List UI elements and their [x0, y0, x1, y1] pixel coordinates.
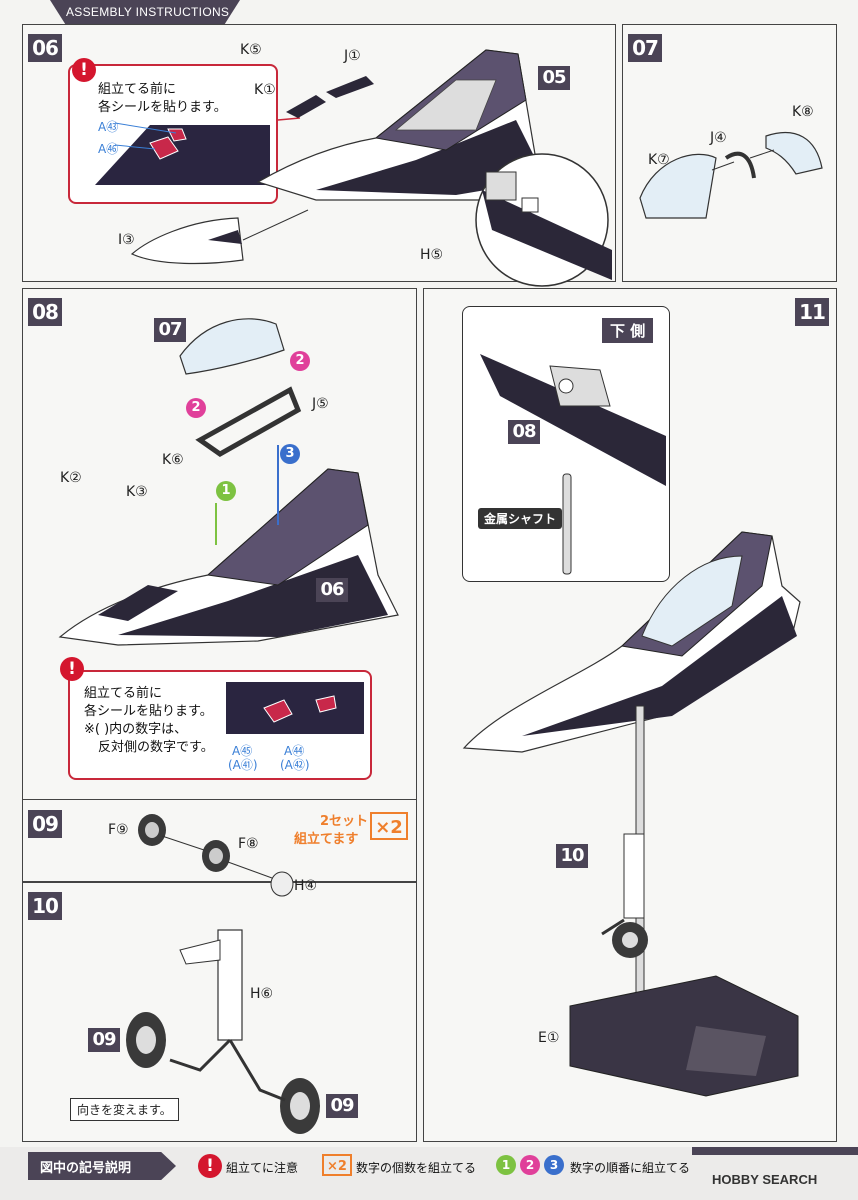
- legend-title: 図中の記号説明: [40, 1161, 132, 1176]
- watermark: HOBBY SEARCH: [712, 1172, 818, 1187]
- step11-base-stand: [569, 975, 799, 1097]
- step11-shaft-label: 金属シャフト: [478, 508, 563, 529]
- step06-note-line2: 各シールを貼ります。: [98, 100, 227, 115]
- step08-sticker-a45: A㊺: [232, 744, 253, 758]
- step06-nose-cone: [130, 209, 309, 265]
- step08-sticker-a41: (A㊶): [228, 758, 258, 772]
- step08-ref-06: 06: [316, 578, 348, 602]
- order-badge-2a: 2: [186, 398, 206, 418]
- step09-part-f9: F⑨: [108, 822, 129, 838]
- step08-part-k6: K⑥: [162, 452, 184, 468]
- step08-frame-j5: [195, 386, 302, 457]
- legend-badge-3: 3: [544, 1155, 564, 1175]
- step10-ref-09a: 09: [88, 1028, 120, 1052]
- step09-set-line2: 組立てます: [294, 832, 359, 847]
- legend-accent-bar: [692, 1147, 858, 1155]
- metal-shaft-icon: [562, 473, 572, 575]
- legend-item-order: 数字の順番に組立てる: [570, 1161, 691, 1175]
- step09-wheels: [138, 814, 294, 897]
- step08-part-k3: K③: [126, 484, 148, 500]
- order-badge-2b: 2: [290, 351, 310, 371]
- step10-ref-09b: 09: [326, 1094, 358, 1118]
- step08-sticker-detail: [226, 682, 364, 734]
- step06-sticker-detail: [95, 122, 270, 185]
- step06-part-h5: H⑤: [420, 247, 444, 263]
- step11-ref-08: 08: [508, 420, 540, 444]
- step09-part-f8: F⑧: [238, 836, 259, 852]
- order-badge-3: 3: [280, 444, 300, 464]
- caution-icon: !: [198, 1154, 222, 1178]
- step06-sticker-a43: A㊸: [98, 120, 119, 134]
- legend-badge-2: 2: [520, 1155, 540, 1175]
- step06-part-i3: I③: [118, 232, 135, 248]
- step11-ref-10: 10: [556, 844, 588, 868]
- legend-title-box: [28, 1152, 176, 1180]
- step-number-06: 06: [28, 34, 62, 62]
- step09-multiplier: ×2: [370, 812, 408, 840]
- step11-bottom-label: 下 側: [602, 318, 654, 343]
- step07-part-j4: J④: [710, 130, 727, 146]
- step06-part-j1: J①: [344, 48, 361, 64]
- step06-detail-zoom: [475, 153, 612, 287]
- step-number-10: 10: [28, 892, 62, 920]
- step-number-08: 08: [28, 298, 62, 326]
- legend-item-count: 数字の個数を組立てる: [356, 1161, 477, 1175]
- step11-underside-detail: [480, 354, 666, 486]
- step10-part-h6: H⑥: [250, 986, 274, 1002]
- header-tab: [50, 0, 240, 24]
- step11-assembled-fuselage: [462, 531, 801, 1037]
- step11-stand-gear: [601, 833, 648, 958]
- step08-part-j5: J⑤: [312, 396, 329, 412]
- step06-part-k1: K①: [254, 82, 276, 98]
- header-title: ASSEMBLY INSTRUCTIONS: [66, 5, 230, 19]
- step10-landing-gear: [126, 929, 320, 1134]
- order-badge-1: 1: [216, 481, 236, 501]
- step-number-09: 09: [28, 810, 62, 838]
- legend-badge-1: 1: [496, 1155, 516, 1175]
- legend-item-caution: 組立てに注意: [226, 1161, 299, 1175]
- step08-ref-07: 07: [154, 318, 186, 342]
- step06-note-line1: 組立てる前に: [98, 82, 177, 97]
- step06-part-k5: K⑤: [240, 42, 262, 58]
- step-number-07: 07: [628, 34, 662, 62]
- step07-canopy-parts: [639, 132, 823, 219]
- step10-note: 向きを変えます。: [70, 1098, 179, 1121]
- step-number-11: 11: [795, 298, 829, 326]
- legend-multiplier: ×2: [322, 1154, 352, 1176]
- step09-set-line1: 2セット: [320, 814, 369, 829]
- step08-note-line3: ※( )内の数字は、: [84, 722, 188, 737]
- step08-sticker-a42: (A㊷): [280, 758, 310, 772]
- step08-canopy: [179, 318, 285, 375]
- caution-icon: !: [72, 58, 96, 82]
- step08-sticker-a44: A㊹: [284, 744, 305, 758]
- step11-part-e1: E①: [538, 1030, 560, 1046]
- step06-ref-05: 05: [538, 66, 570, 90]
- step08-note-line1: 組立てる前に: [84, 686, 163, 701]
- step08-fuselage: [58, 445, 399, 646]
- caution-icon: !: [60, 657, 84, 681]
- step08-part-k2: K②: [60, 470, 82, 486]
- step08-note-line4: 反対側の数字です。: [98, 740, 214, 755]
- step08-note-line2: 各シールを貼ります。: [84, 704, 213, 719]
- step07-part-k7: K⑦: [648, 152, 670, 168]
- step09-part-h4: H④: [294, 878, 318, 894]
- step06-sticker-a46: A㊻: [98, 142, 119, 156]
- step07-part-k8: K⑧: [792, 104, 814, 120]
